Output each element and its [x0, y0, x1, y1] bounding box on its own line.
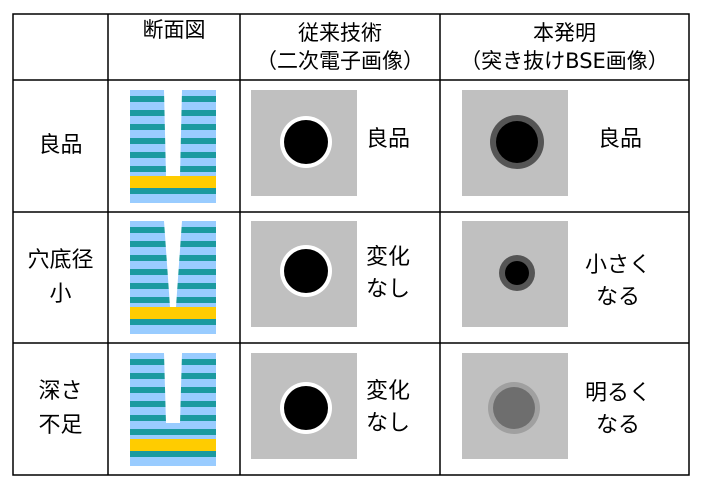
se-image-small-bottom [251, 221, 357, 327]
row-label-insufficient-depth: 深さ 不足 [38, 379, 83, 438]
row-label-good: 良品 [38, 133, 83, 158]
se-image-good [251, 90, 357, 196]
invention-result-insufficient-depth: 明るく なる [584, 381, 651, 438]
se-image-insufficient-depth [251, 353, 357, 459]
invention-result-good: 良品 [597, 127, 642, 152]
bse-image-small-bottom [462, 221, 568, 327]
conventional-result-good: 良品 [365, 127, 410, 152]
cross-section-small-bottom [130, 221, 216, 334]
cross-section-insufficient-depth [130, 353, 216, 466]
cross-section-good [130, 90, 216, 203]
conventional-result-small-bottom: 変化 なし [365, 245, 410, 302]
header-invention: 本発明 （突き抜けBSE画像） [460, 21, 669, 73]
bse-image-insufficient-depth [462, 353, 568, 459]
hole-spot-icon [280, 116, 332, 168]
hole-spot-icon [280, 382, 332, 434]
header-conventional: 従来技術 （二次電子画像） [256, 21, 424, 73]
invention-result-small-bottom: 小さく なる [584, 253, 651, 310]
row-label-small-bottom: 穴底径 小 [27, 247, 94, 307]
header-cross-section: 断面図 [142, 18, 206, 42]
hole-spot-icon [488, 382, 540, 434]
bse-image-good [462, 90, 568, 196]
hole-spot-icon [499, 255, 535, 291]
hole-spot-icon [280, 245, 332, 297]
hole-spot-icon [490, 115, 544, 169]
conventional-result-insufficient-depth: 変化 なし [365, 379, 410, 436]
